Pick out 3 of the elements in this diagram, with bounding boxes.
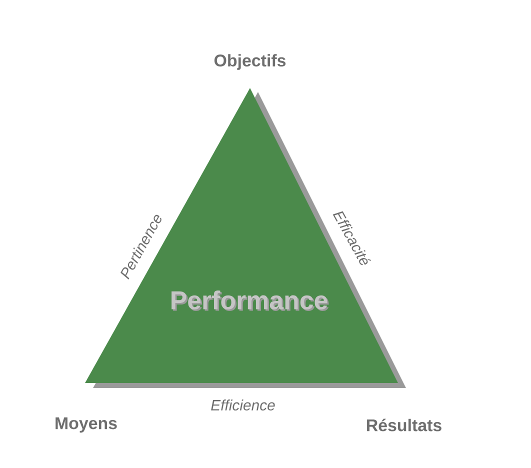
corner-label: Objectifs (214, 54, 286, 70)
corner-label: Moyens (56, 417, 117, 433)
corner-label: Résultats (367, 418, 442, 432)
